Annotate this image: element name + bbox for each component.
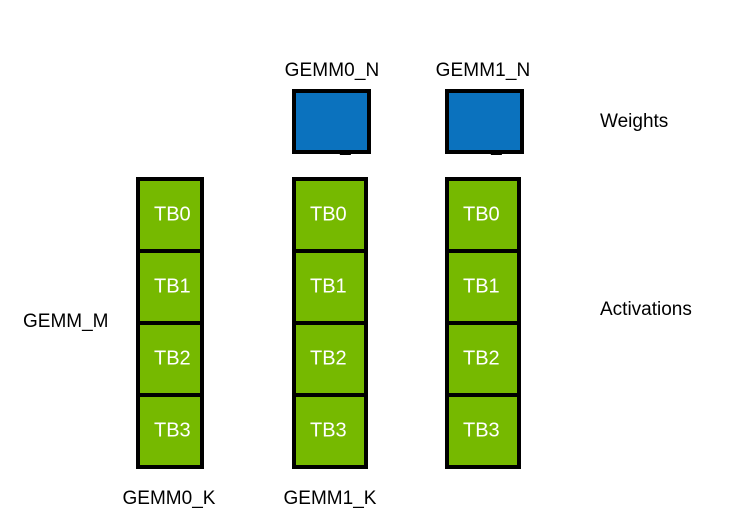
gemm1-k-label: GEMM1_K	[283, 488, 377, 509]
activation-cell[interactable]: TB0	[445, 177, 521, 253]
gemm-m-activation-column[interactable]: TB0 TB1 TB2 TB3	[136, 177, 204, 469]
activation-cell[interactable]: TB2	[445, 321, 521, 397]
gemm-m-axis-label: GEMM_M	[23, 311, 109, 332]
activation-cell-label: TB2	[463, 347, 500, 370]
activation-cell[interactable]: TB1	[292, 249, 368, 325]
activation-cell-label: TB0	[154, 203, 191, 226]
gemm0-k-label: GEMM0_K	[122, 488, 216, 509]
activation-cell[interactable]: TB2	[136, 321, 204, 397]
column-header-gemm1-n-line1: GEMM1_N	[435, 60, 531, 81]
gemm0-weight-tile[interactable]	[292, 89, 371, 154]
activation-cell[interactable]: TB3	[292, 393, 368, 469]
activation-cell[interactable]: TB1	[445, 249, 521, 325]
activation-cell-label: TB0	[463, 203, 500, 226]
activation-cell-label: TB2	[154, 347, 191, 370]
gemm1-activation-column[interactable]: TB0 TB1 TB2 TB3	[445, 177, 521, 469]
activation-cell[interactable]: TB3	[136, 393, 204, 469]
weights-row-label: Weights	[600, 111, 669, 132]
activation-cell[interactable]: TB3	[445, 393, 521, 469]
activation-cell-label: TB3	[310, 419, 347, 442]
activation-cell-label: TB1	[154, 275, 191, 298]
activation-cell-label: TB2	[310, 347, 347, 370]
gemm0-activation-column[interactable]: TB0 TB1 TB2 TB3	[292, 177, 368, 469]
column-header-gemm0-n-line1: GEMM0_N	[284, 60, 380, 81]
activations-row-label: Activations	[600, 299, 692, 320]
activation-cell-label: TB0	[310, 203, 347, 226]
activation-cell[interactable]: TB0	[136, 177, 204, 253]
activation-cell[interactable]: TB2	[292, 321, 368, 397]
activation-cell[interactable]: TB1	[136, 249, 204, 325]
activation-cell[interactable]: TB0	[292, 177, 368, 253]
gemm1-weight-tile[interactable]	[445, 89, 524, 154]
activation-cell-label: TB1	[310, 275, 347, 298]
activation-cell-label: TB3	[154, 419, 191, 442]
activation-cell-label: TB3	[463, 419, 500, 442]
activation-cell-label: TB1	[463, 275, 500, 298]
